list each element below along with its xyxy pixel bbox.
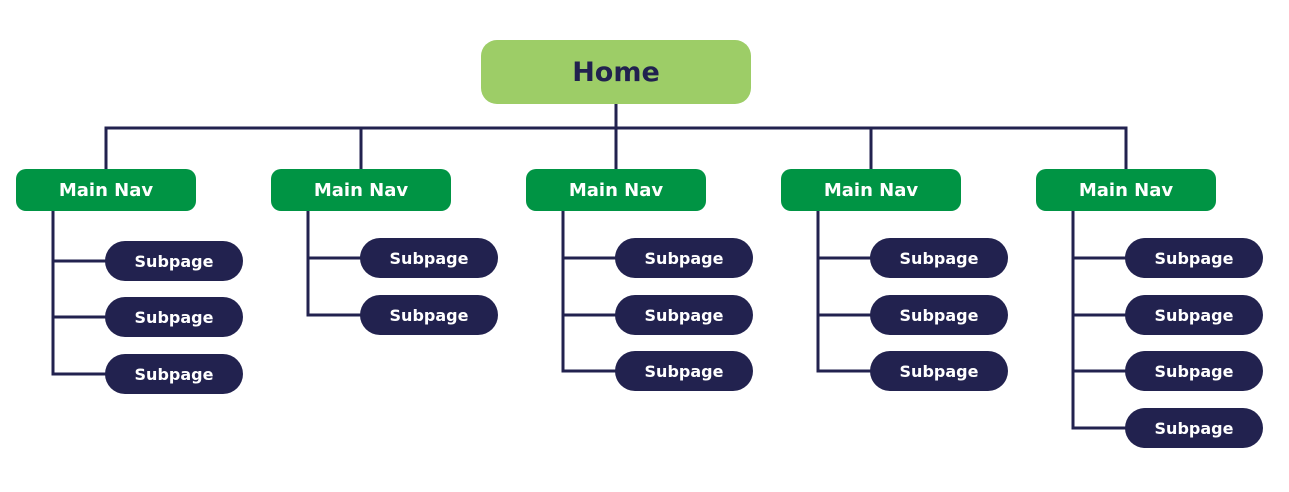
subpage-node: Subpage — [1125, 408, 1263, 448]
main-nav-node: Main Nav — [271, 169, 451, 211]
subpage-node: Subpage — [870, 295, 1008, 335]
subpage-node: Subpage — [615, 238, 753, 278]
home-node: Home — [481, 40, 751, 104]
main-nav-node: Main Nav — [781, 169, 961, 211]
subpage-node: Subpage — [870, 351, 1008, 391]
subpage-node: Subpage — [1125, 238, 1263, 278]
subpage-node: Subpage — [870, 238, 1008, 278]
subpage-node: Subpage — [1125, 295, 1263, 335]
main-nav-node: Main Nav — [526, 169, 706, 211]
subpage-node: Subpage — [615, 351, 753, 391]
subpage-node: Subpage — [615, 295, 753, 335]
subpage-node: Subpage — [1125, 351, 1263, 391]
subpage-node: Subpage — [105, 354, 243, 394]
subpage-node: Subpage — [105, 297, 243, 337]
subpage-node: Subpage — [360, 238, 498, 278]
subpage-node: Subpage — [105, 241, 243, 281]
subpage-node: Subpage — [360, 295, 498, 335]
main-nav-node: Main Nav — [16, 169, 196, 211]
main-nav-node: Main Nav — [1036, 169, 1216, 211]
